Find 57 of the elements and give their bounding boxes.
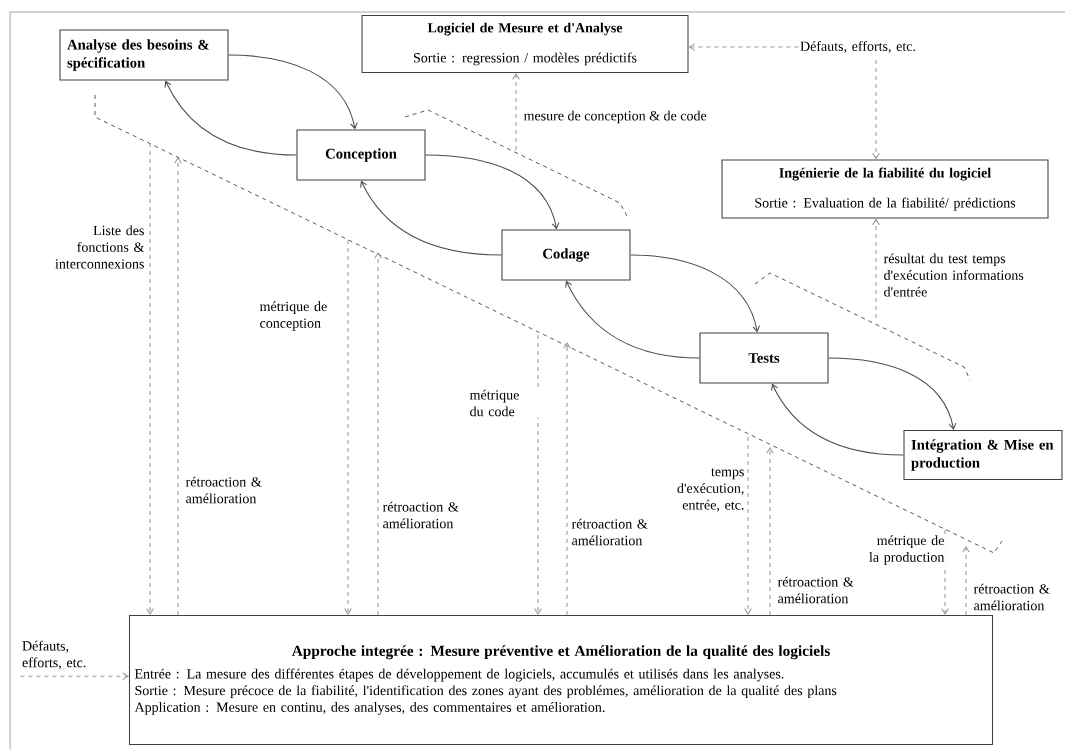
box-text: Application : Mesure en continu, des analyses, des commentaires et amélioration. [134,702,605,715]
edge-label: mesure de conception & de code [523,110,707,124]
box-title: Approche integrée : Mesure préventive et Amélioration de la qualité des logiciels [291,645,830,660]
arrow [630,254,761,333]
arrow [872,59,880,160]
arrow [563,342,571,616]
box-label: Analyse des besoins & spécification [67,39,209,71]
output-box [361,14,689,74]
arrow [962,546,970,616]
process-box [501,229,631,281]
arrow [872,218,880,319]
arrow [146,142,154,615]
arrow [512,73,520,151]
note-text: Défauts, efforts, etc. [22,640,86,670]
edge-label: rétroaction & amélioration [382,501,459,529]
box-label: Codage [543,248,590,262]
process-box [59,29,229,81]
arrow [374,252,382,616]
box-label: Conception [325,148,397,162]
edge-label: temps d'exécution, entrée, etc. [677,468,744,512]
box-label: Tests [748,353,780,363]
summary-box [128,614,994,746]
process-box [296,129,426,181]
edge-label: métrique du code [469,389,519,417]
edge-label: rétroaction & amélioration [777,576,854,604]
arrow [174,157,182,616]
box-title: Ingénierie de la fiabilité du logiciel [779,167,991,181]
edge-label: rétroaction & amélioration [973,583,1050,611]
process-box [903,429,1063,481]
arrow [425,154,560,230]
note-text: Défauts, efforts, etc. [800,41,916,53]
box-text: Sortie : regression / modèles prédictifs [413,52,637,66]
edge-label: rétroaction & amélioration [571,518,648,546]
arrow [771,383,904,456]
arrow [565,280,700,359]
arrow [228,54,358,130]
edge-label: métrique de conception [259,301,327,331]
arrow [344,239,352,615]
arrow [19,672,129,681]
arrow [766,447,774,616]
arrow [744,436,752,615]
edge-label: rétroaction & amélioration [185,476,262,504]
process-box [699,332,829,384]
edge-label: métrique de la production [869,535,945,565]
arrow [828,357,957,430]
box-label: Intégration & Mise en production [911,439,1054,471]
box-text: Sortie : Mesure précoce de la fiabilité, l'identification des zones ayant des problémes, amélioration de la qualité des plans [135,685,837,699]
edge-label: Liste des fonctions & interconnexions [55,225,145,269]
box-text: Entrée : La mesure des différentes étapes de développement de logiciels, accumulés et utilisés dans les analyses. [134,668,784,682]
arrow [164,80,297,156]
output-box [721,159,1049,219]
edge-label: résultat du test temps d'exécution informations d'entrée [883,253,1024,297]
box-text: Sortie : Evaluation de la fiabilité/ prédictions [755,197,1016,211]
arrow [688,43,799,51]
arrow [360,180,502,256]
arrow [534,334,542,615]
box-title: Logiciel de Mesure et d'Analyse [427,22,623,36]
